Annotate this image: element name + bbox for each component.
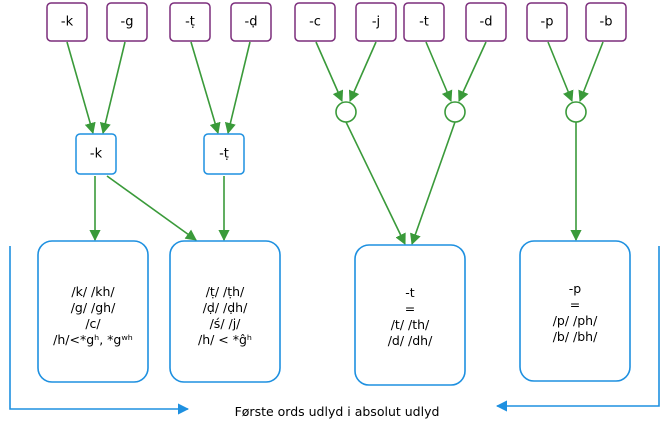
top-node-label: -j [372, 15, 380, 30]
junction-circle-3 [565, 101, 587, 123]
arrow-b-to-junction3 [578, 41, 604, 103]
junction-circle-1 [335, 101, 357, 123]
top-node-label: -g [121, 15, 134, 30]
arrows [66, 41, 604, 246]
merge-node-label: -k [90, 147, 103, 162]
result-boxes: /k/ /kh/ /g/ /gh/ /c/ /h/<*gʰ, *gʷʰ /ṭ/ … [37, 240, 631, 386]
top-node-g: -g [106, 2, 148, 42]
arrow-junction1-to-box3 [345, 121, 406, 246]
top-node-dr: -ḍ [230, 2, 272, 42]
top-node-label: -b [600, 15, 613, 30]
result-box-retroflex: /ṭ/ /ṭh/ /ḍ/ /ḍh/ /ś/ /j/ /h/ < *ĝʰ [169, 240, 281, 383]
arrow-p-to-junction3 [547, 41, 574, 103]
arrow-k-to-merge-k [66, 41, 96, 135]
arrow-d-to-junction2 [458, 41, 487, 103]
box-line: /h/ < *ĝʰ [198, 332, 252, 347]
box-line: /ḍ/ /ḍh/ [203, 300, 248, 315]
box-line: /b/ /bh/ [553, 329, 598, 344]
merge-node-label: -ṭ [219, 147, 229, 162]
top-node-label: -ṭ [185, 15, 195, 30]
right-bracket-arrow [495, 246, 660, 412]
top-node-label: -c [309, 15, 321, 30]
box-line: /ṭ/ /ṭh/ [206, 284, 245, 299]
box-line: /p/ /ph/ [553, 313, 598, 328]
top-node-t: -t [403, 2, 445, 42]
top-node-b: -b [585, 2, 627, 42]
box-line: /d/ /dh/ [388, 333, 433, 348]
box-line: = [405, 301, 415, 316]
top-node-d: -d [465, 2, 507, 42]
merge-nodes: -k -ṭ [75, 133, 245, 175]
bottom-brackets [9, 246, 660, 415]
top-node-label: -d [480, 15, 493, 30]
top-node-label: -t [419, 15, 429, 30]
box-line: = [570, 297, 580, 312]
arrow-merge-k-to-box2 [106, 175, 197, 241]
top-node-j: -j [355, 2, 397, 42]
top-node-c: -c [294, 2, 336, 42]
top-node-label: -k [61, 15, 74, 30]
arrow-t-to-junction2 [425, 41, 453, 103]
arrow-dr-to-merge-tr [224, 41, 251, 135]
left-bracket-arrow [9, 246, 190, 415]
arrow-tr-to-merge-tr [190, 41, 221, 135]
box-line: /k/ /kh/ [71, 284, 115, 299]
top-node-k: -k [46, 2, 88, 42]
merge-node-tr: -ṭ [203, 133, 245, 175]
junctions [335, 101, 587, 123]
top-node-p: -p [526, 2, 568, 42]
box-line: /c/ [85, 316, 101, 331]
caption: Første ords udlyd i absolut udlyd [235, 404, 440, 419]
box-line: /ś/ /j/ [210, 316, 242, 331]
arrow-junction2-to-box3 [410, 121, 456, 246]
result-box-velar: /k/ /kh/ /g/ /gh/ /c/ /h/<*gʰ, *gʷʰ [37, 240, 149, 383]
top-nodes: -k -g -ṭ -ḍ -c -j -t -d [46, 2, 627, 42]
result-box-dental: -t = /t/ /th/ /d/ /dh/ [354, 244, 466, 386]
result-box-labial: -p = /p/ /ph/ /b/ /bh/ [519, 240, 631, 382]
box-line: /g/ /gh/ [71, 300, 116, 315]
merge-node-k: -k [75, 133, 117, 175]
box-line: /t/ /th/ [391, 317, 430, 332]
arrow-g-to-merge-k [99, 41, 126, 135]
top-node-label: -ḍ [245, 15, 258, 30]
arrow-j-to-junction1 [348, 41, 377, 103]
junction-circle-2 [444, 101, 466, 123]
box-line: -p [569, 281, 582, 296]
box-line: /h/<*gʰ, *gʷʰ [53, 332, 133, 347]
arrow-c-to-junction1 [315, 41, 344, 103]
box-line: -t [405, 285, 415, 300]
top-node-tr: -ṭ [169, 2, 211, 42]
top-node-label: -p [541, 15, 554, 30]
